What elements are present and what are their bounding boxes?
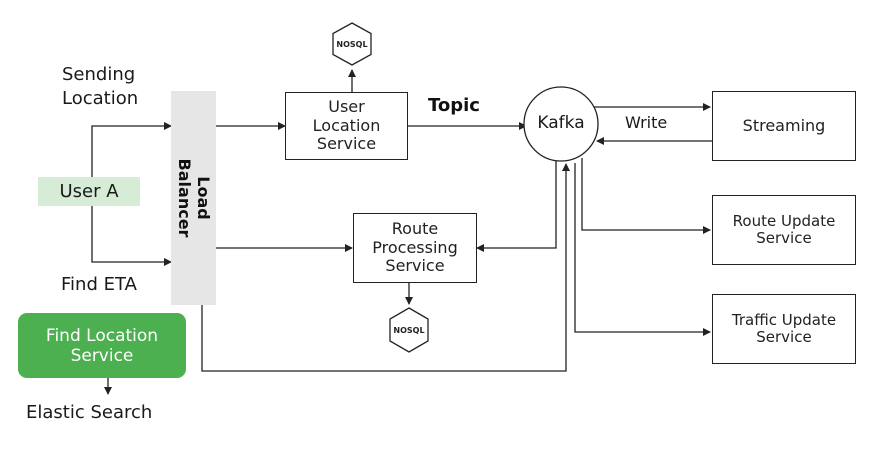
database-hexagon-icon <box>389 307 429 353</box>
traffic-update-service-label: Traffic Update Service <box>731 310 837 346</box>
user-a-label: User A <box>59 181 119 202</box>
nosql-bottom-label: NOSQL <box>393 325 425 335</box>
nosql-top-label: NOSQL <box>336 39 368 49</box>
load-balancer-label: Load Balancer <box>174 158 213 238</box>
user-a-badge: User A <box>38 177 140 206</box>
kafka-circle <box>523 86 599 162</box>
route-processing-service-label: Route Processing Service <box>372 219 458 276</box>
find-eta-label: Find ETA <box>61 274 137 295</box>
edge-kafka-to-traffic-update <box>574 163 711 336</box>
edge-lb-to-kafka-loop <box>201 163 570 372</box>
user-location-service: User Location Service <box>285 92 408 160</box>
user-location-service-label: User Location Service <box>312 97 381 154</box>
edge-kafka-to-route-update <box>581 158 711 234</box>
edge-kafka-to-route-processing <box>476 160 557 252</box>
nosql-top-database: NOSQL <box>330 22 374 66</box>
traffic-update-service: Traffic Update Service <box>712 294 856 364</box>
route-update-service-label: Route Update Service <box>732 211 836 247</box>
elastic-search-label: Elastic Search <box>26 402 153 423</box>
kafka-label: Kafka <box>537 113 585 133</box>
load-balancer: Load Balancer <box>171 91 216 305</box>
find-location-service: Find Location Service <box>18 313 186 378</box>
find-location-service-label: Find Location Service <box>45 325 159 366</box>
nosql-bottom-database: NOSQL <box>387 307 431 353</box>
route-processing-service: Route Processing Service <box>353 213 477 283</box>
route-update-service: Route Update Service <box>712 195 856 265</box>
database-hexagon-icon <box>332 22 372 66</box>
edge-user-to-lb-sending <box>91 122 172 180</box>
sending-location-label: Sending Location <box>62 64 139 109</box>
edge-user-to-lb-eta <box>91 205 172 266</box>
streaming-label: Streaming <box>742 115 826 135</box>
streaming-service: Streaming <box>712 91 856 161</box>
write-label: Write <box>625 113 668 132</box>
topic-label: Topic <box>428 95 480 116</box>
